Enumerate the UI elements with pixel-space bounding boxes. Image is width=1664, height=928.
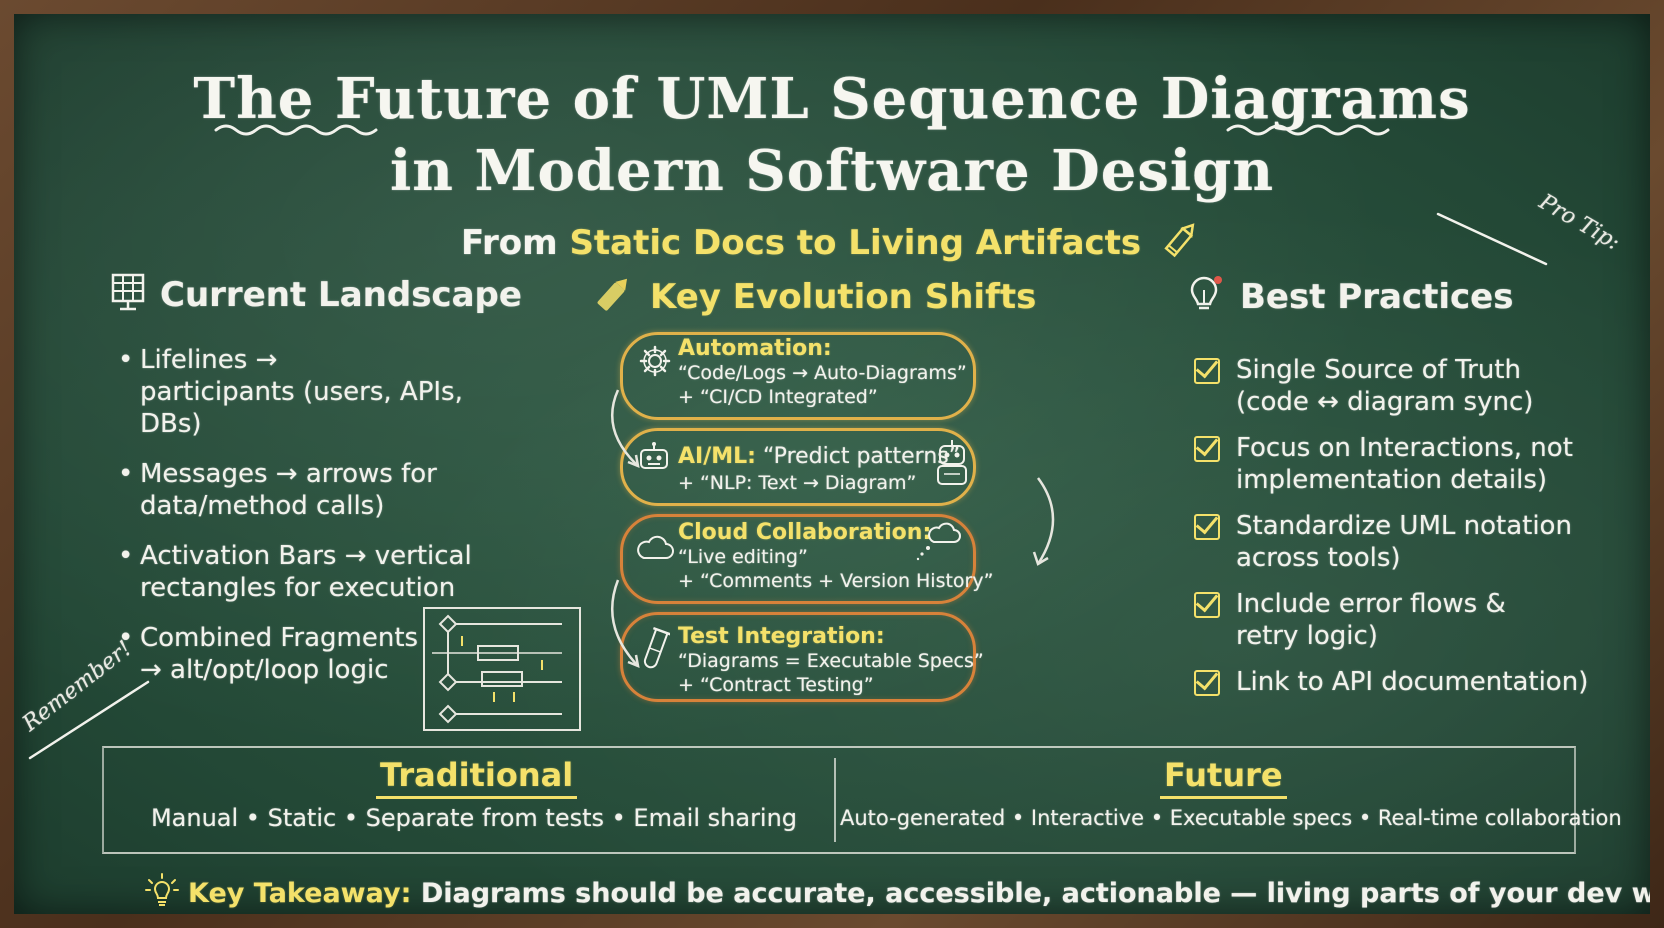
practice-line1: Link to API documentation) bbox=[1236, 667, 1589, 697]
shift-test-line2: + “Contract Testing” bbox=[678, 674, 874, 696]
current-landscape-heading: Current Landscape bbox=[110, 272, 522, 321]
practice-item: Standardize UML notation across tools) bbox=[1194, 510, 1614, 574]
landscape-bullet: Combined Fragments → alt/opt/loop logic bbox=[116, 622, 496, 686]
practice-item: Focus on Interactions, not implementatio… bbox=[1194, 432, 1614, 496]
practice-line1: Standardize UML notation bbox=[1236, 511, 1572, 541]
sequence-sketch-illustration bbox=[423, 607, 581, 731]
robot-icon bbox=[636, 440, 672, 480]
landscape-bullet: Lifelines → participants (users, APIs, D… bbox=[116, 344, 496, 440]
test-tube-icon bbox=[640, 626, 671, 678]
practice-line1: Focus on Interactions, not bbox=[1236, 433, 1573, 463]
robot-icon bbox=[932, 438, 972, 492]
best-practices-heading: Best Practices bbox=[1182, 272, 1513, 325]
practice-line2: retry logic) bbox=[1236, 621, 1378, 651]
traditional-text: Manual • Static • Separate from tests • … bbox=[150, 804, 798, 832]
title-underline-right bbox=[1226, 124, 1390, 136]
shift-aiml-label: AI/ML: bbox=[678, 444, 756, 469]
practice-line2: implementation details) bbox=[1236, 465, 1548, 495]
thought-cloud-icon bbox=[914, 520, 964, 568]
shift-aiml-card bbox=[620, 428, 976, 506]
landscape-bullet-line1: Lifelines → bbox=[140, 345, 278, 375]
title-line-2: in Modern Software Design bbox=[389, 138, 1275, 204]
future-text: Auto-generated • Interactive • Executabl… bbox=[840, 806, 1622, 830]
traditional-title: Traditional bbox=[376, 756, 578, 799]
checkbox-icon bbox=[1194, 436, 1220, 462]
comparison-band: Traditional Manual • Static • Separate f… bbox=[102, 746, 1622, 854]
title-line-1: The Future of UML Sequence Diagrams bbox=[193, 66, 1471, 132]
current-landscape-list: Lifelines → participants (users, APIs, D… bbox=[116, 344, 496, 704]
future-title: Future bbox=[1160, 756, 1287, 799]
practice-item: Single Source of Truth (code ↔ diagram s… bbox=[1194, 354, 1614, 418]
checkbox-icon bbox=[1194, 670, 1220, 696]
desktop-grid-icon bbox=[110, 272, 146, 321]
practice-item: Include error flows & retry logic) bbox=[1194, 588, 1614, 652]
subtitle-lead: From bbox=[460, 223, 570, 263]
landscape-bullet-line1: Messages → arrows for bbox=[140, 459, 437, 489]
flow-arrow-right bbox=[1032, 477, 1055, 566]
comparison-divider bbox=[834, 758, 836, 842]
practice-line1: Include error flows & bbox=[1236, 589, 1506, 619]
chalk-pencil-icon bbox=[592, 272, 636, 325]
subtitle-highlight: Static Docs to Living Artifacts bbox=[569, 223, 1142, 263]
key-takeaway: Key Takeaway: Diagrams should be accurat… bbox=[144, 872, 1650, 914]
shift-test-title: Test Integration: bbox=[678, 624, 885, 649]
best-practices-list: Single Source of Truth (code ↔ diagram s… bbox=[1194, 354, 1614, 712]
key-shifts-title: Key Evolution Shifts bbox=[650, 277, 1037, 317]
landscape-bullet: Activation Bars → vertical rectangles fo… bbox=[116, 540, 496, 604]
practice-item: Link to API documentation) bbox=[1194, 666, 1614, 698]
lightbulb-pin-icon bbox=[1182, 272, 1226, 325]
flow-arrow-left-2 bbox=[610, 579, 640, 668]
checkbox-icon bbox=[1194, 358, 1220, 384]
shift-test-line1: “Diagrams = Executable Specs” bbox=[678, 650, 984, 672]
cloud-icon bbox=[634, 534, 674, 566]
shift-cloud-line2: + “Comments + Version History” bbox=[678, 570, 994, 592]
landscape-bullet-line2: participants (users, APIs, DBs) bbox=[140, 377, 463, 439]
current-landscape-title: Current Landscape bbox=[160, 275, 522, 315]
shift-automation-line1: “Code/Logs → Auto-Diagrams” bbox=[678, 362, 967, 384]
takeaway-label: Key Takeaway: bbox=[188, 878, 412, 909]
landscape-bullet-line2: data/method calls) bbox=[140, 491, 385, 521]
shift-automation-title: Automation: bbox=[678, 336, 832, 361]
landscape-bullet: Messages → arrows for data/method calls) bbox=[116, 458, 496, 522]
shift-cloud-card bbox=[620, 514, 976, 604]
pro-tip-underline bbox=[1436, 212, 1548, 266]
shift-test-card bbox=[620, 612, 976, 702]
landscape-bullet-line1: Activation Bars → vertical bbox=[140, 541, 472, 571]
practice-line2: (code ↔ diagram sync) bbox=[1236, 387, 1534, 417]
lightbulb-icon bbox=[144, 872, 180, 914]
landscape-bullet-line2: rectangles for execution bbox=[140, 573, 456, 603]
gear-icon bbox=[638, 344, 672, 382]
title-underline-left bbox=[214, 124, 378, 136]
subtitle: From Static Docs to Living Artifacts bbox=[14, 218, 1650, 271]
shift-cloud-title: Cloud Collaboration: bbox=[678, 520, 932, 545]
shift-aiml-line2: + “NLP: Text → Diagram” bbox=[678, 472, 917, 494]
pencil-icon bbox=[1159, 218, 1203, 271]
landscape-bullet-line1: Combined Fragments bbox=[140, 623, 419, 653]
shift-aiml-line1: “Predict patterns” bbox=[755, 444, 961, 469]
takeaway-text: Diagrams should be accurate, accessible,… bbox=[411, 878, 1650, 909]
checkbox-icon bbox=[1194, 592, 1220, 618]
shift-cloud-line1: “Live editing” bbox=[678, 546, 808, 568]
best-practices-title: Best Practices bbox=[1240, 277, 1514, 317]
shift-automation-line2: + “CI/CD Integrated” bbox=[678, 386, 878, 408]
flow-arrow-left-1 bbox=[610, 389, 640, 468]
landscape-bullet-line2: → alt/opt/loop logic bbox=[140, 655, 389, 685]
practice-line2: across tools) bbox=[1236, 543, 1401, 573]
key-shifts-heading: Key Evolution Shifts bbox=[592, 272, 1036, 325]
remember-underline bbox=[28, 680, 150, 760]
chalkboard: The Future of UML Sequence Diagrams in M… bbox=[14, 14, 1650, 914]
shift-automation-card bbox=[620, 332, 976, 420]
shift-aiml-title: AI/ML: “Predict patterns” bbox=[678, 444, 960, 469]
checkbox-icon bbox=[1194, 514, 1220, 540]
practice-line1: Single Source of Truth bbox=[1236, 355, 1521, 385]
